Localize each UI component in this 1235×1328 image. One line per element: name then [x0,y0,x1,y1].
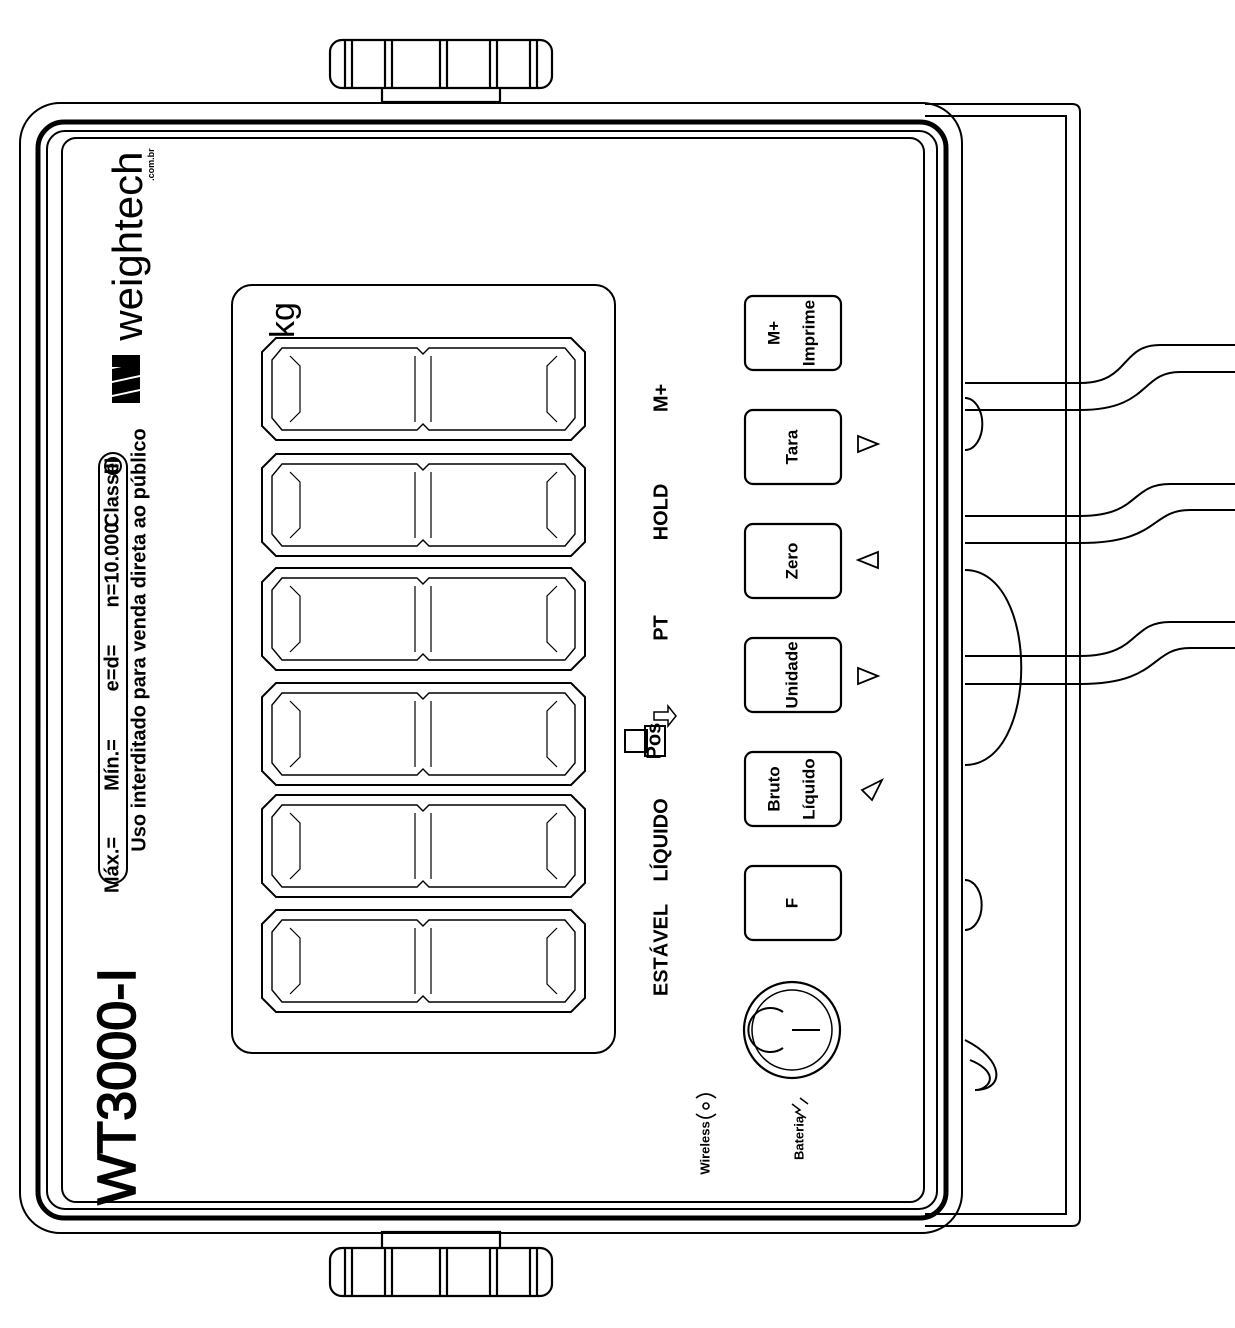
right-arrow-icon [857,434,881,454]
power-button[interactable] [742,980,842,1080]
metrology-plate: Máx.= Mín.= e=d= n=10.000 Classe III Uso… [98,428,150,893]
bruto-liquido-button[interactable]: Bruto Líquido [743,750,843,828]
e-d-label: e=d= [101,645,123,692]
public-sale-notice: Uso interditado para venda direta ao púb… [128,428,150,851]
keypad: F Bruto Líquido Unidade Zero Tara M+ Imp… [742,294,885,1080]
top-knob [328,38,554,104]
bottom-knob [328,1230,554,1298]
unidade-button[interactable]: Unidade [743,636,843,714]
battery-icon [791,1097,809,1119]
classe-label: Classe [101,463,123,528]
n-label: n=10.000 [101,522,123,607]
classe-symbol: III [101,458,123,475]
imprime-label: Imprime [799,300,818,366]
indicator-pt: PT [650,615,672,641]
lcd-window: kg [231,284,616,1054]
indicator-m-plus: M+ [650,384,672,412]
tara-button[interactable]: Tara [743,408,843,486]
max-label: Máx.= [101,837,123,893]
m-plus-key-label: M+ [764,321,783,345]
indicator-estavel: ESTÁVEL [649,904,672,996]
brand-logo: weightech .com.br WT3000-I [86,148,156,1206]
lcd-digits [261,337,586,1013]
status-indicators: ESTÁVEL LÍQUIDO Pos PT HOLD M+ [624,384,677,996]
zero-button[interactable]: Zero [743,522,843,600]
wireless-icon [695,1093,717,1119]
zero-label: Zero [782,543,801,580]
min-label: Mín.= [101,739,123,791]
pos-arrow-icon [653,703,677,729]
cables [964,344,1235,1091]
wireless-label: Wireless [697,1121,712,1174]
status-icons: Wireless Bateria [695,1093,809,1175]
svg-text:Pos: Pos [643,723,665,760]
housing [19,102,963,1234]
brand-suffix: .com.br [146,148,156,181]
bateria-label: Bateria [791,1115,806,1160]
f-button-label: F [782,898,801,908]
lcd-digit [261,909,586,1013]
lcd-digit [261,682,586,786]
left-arrow-icon [860,777,885,802]
indicator-pos: Pos [624,703,677,760]
unidade-label: Unidade [782,641,801,708]
indicator-liquido: LÍQUIDO [649,798,672,881]
mounting-bracket [925,103,1081,1227]
classe-circle [104,457,122,475]
tara-label: Tara [782,429,801,464]
unit-kg: kg [264,302,302,338]
lcd-digit [261,337,586,441]
brand-name: weightech [104,152,151,342]
f-button[interactable]: F [743,864,843,942]
indicator-hold: HOLD [650,484,672,541]
model-name: WT3000-I [87,968,147,1205]
lcd-digit [261,567,586,671]
liquido-label: Líquido [799,758,818,819]
imprime-button[interactable]: M+ Imprime [743,294,843,372]
bruto-label: Bruto [764,766,783,811]
power-icon [747,1007,820,1053]
lcd-digit [261,453,586,557]
up-arrow-icon [855,550,879,570]
weightech-logo-mark [112,355,140,403]
lcd-digit [261,794,586,898]
down-arrow-icon [857,666,881,686]
